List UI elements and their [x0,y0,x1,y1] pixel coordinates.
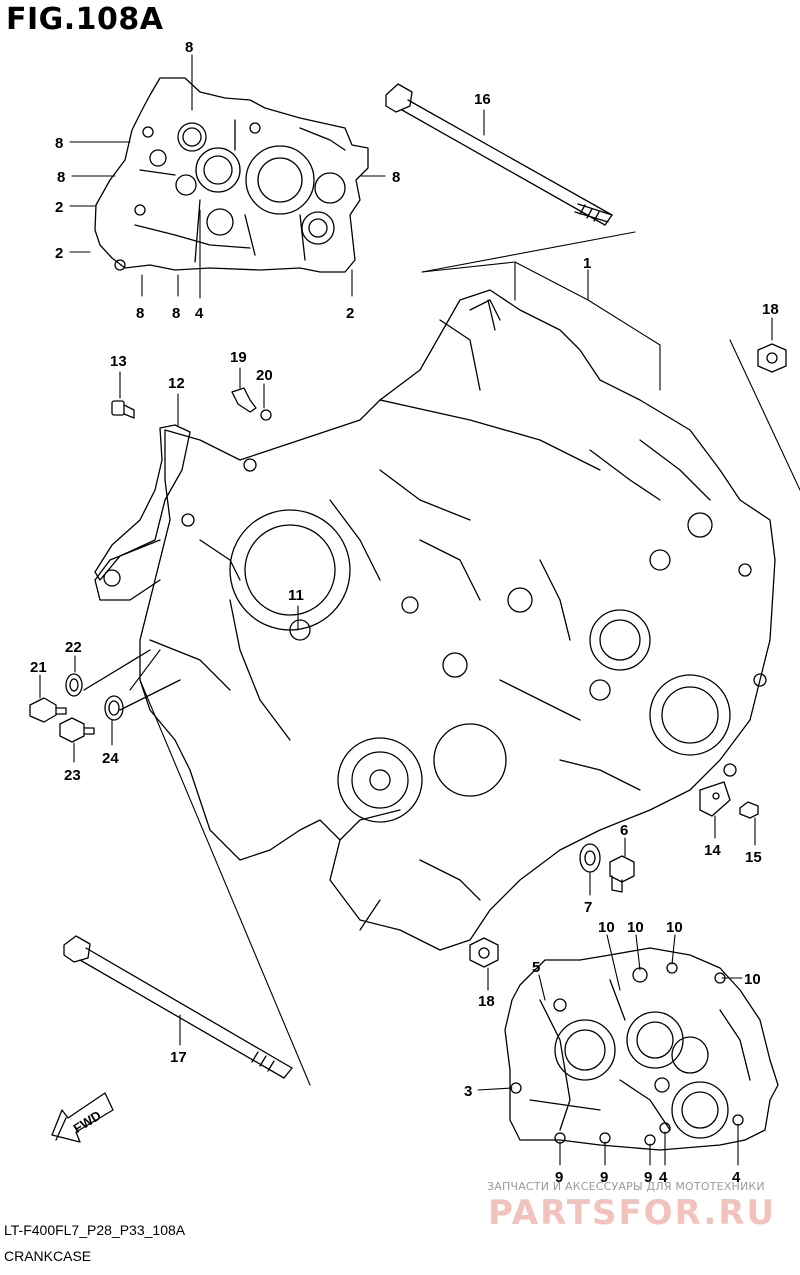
callout-10a: 10 [598,919,615,936]
washer-24 [104,695,124,721]
callout-18b: 18 [478,993,495,1010]
figure-code: LT-F400FL7_P28_P33_108A [4,1222,186,1238]
long-bolt-16 [385,83,613,226]
callout-9a: 9 [555,1169,563,1186]
callout-15: 15 [745,849,762,866]
callout-leaders [39,54,800,1166]
watermark-logo: PARTSFOR.RU [488,1193,777,1233]
callout-9b: 9 [600,1169,608,1186]
callout-12: 12 [168,375,185,392]
callout-8e: 8 [136,305,144,322]
figure-name: CRANKCASE [4,1248,92,1264]
washer-7 [579,843,601,873]
callout-4c: 4 [732,1169,741,1186]
fitting-19 [231,387,272,421]
callout-9c: 9 [644,1169,652,1186]
plug-guide-line [83,649,181,711]
callout-11: 11 [288,587,304,604]
inset-crankcase-left-half [94,77,369,273]
callout-8f: 8 [172,305,180,322]
callout-10c: 10 [666,919,683,936]
plug-21 [29,697,67,723]
callout-7: 7 [584,899,592,916]
callout-8a: 8 [185,39,193,56]
callout-24: 24 [102,750,119,767]
watermark-subtitle: ЗАПЧАСТИ И АКСЕССУАРЫ ДЛЯ МОТОТЕХНИКИ [487,1180,765,1193]
callout-4b: 4 [659,1169,668,1186]
callout-4a: 4 [195,305,204,322]
bolt-13 [111,400,135,419]
washer-22 [65,673,83,697]
long-bolt-17 [63,935,293,1079]
callout-18a: 18 [762,301,779,318]
callout-5: 5 [532,959,540,976]
callout-2b: 2 [55,245,63,262]
callout-13: 13 [110,353,127,370]
callout-2a: 2 [55,199,63,216]
callout-1: 1 [583,255,591,272]
bolt-15 [739,801,759,819]
callout-16: 16 [474,91,491,108]
callout-8d: 8 [392,169,400,186]
callout-19: 19 [230,349,247,366]
callout-8b: 8 [55,135,63,152]
callout-14: 14 [704,842,721,859]
gasket-12 [94,424,191,581]
callout-21: 21 [30,659,47,676]
callout-23: 23 [64,767,81,784]
fwd-arrow [51,1092,114,1143]
nut-18-lower [469,937,499,968]
callout-22: 22 [65,639,82,656]
plug-23 [59,717,95,743]
nut-18-upper [757,343,787,373]
main-crankcase [94,289,776,951]
callout-8c: 8 [57,169,65,186]
callout-17: 17 [170,1049,187,1066]
callout-10b: 10 [627,919,644,936]
callout-2c: 2 [346,305,354,322]
callout-3: 3 [464,1083,472,1100]
callout-6: 6 [620,822,628,839]
drain-bolt-6 [609,855,635,893]
figure-title: FIG.108A [6,2,164,37]
callout-10d: 10 [744,971,761,988]
callout-20: 20 [256,367,273,384]
callout-labels: 8 8 8 8 8 8 2 2 2 4 16 1 18 13 12 19 20 … [30,39,779,1186]
plate-14 [699,781,731,817]
